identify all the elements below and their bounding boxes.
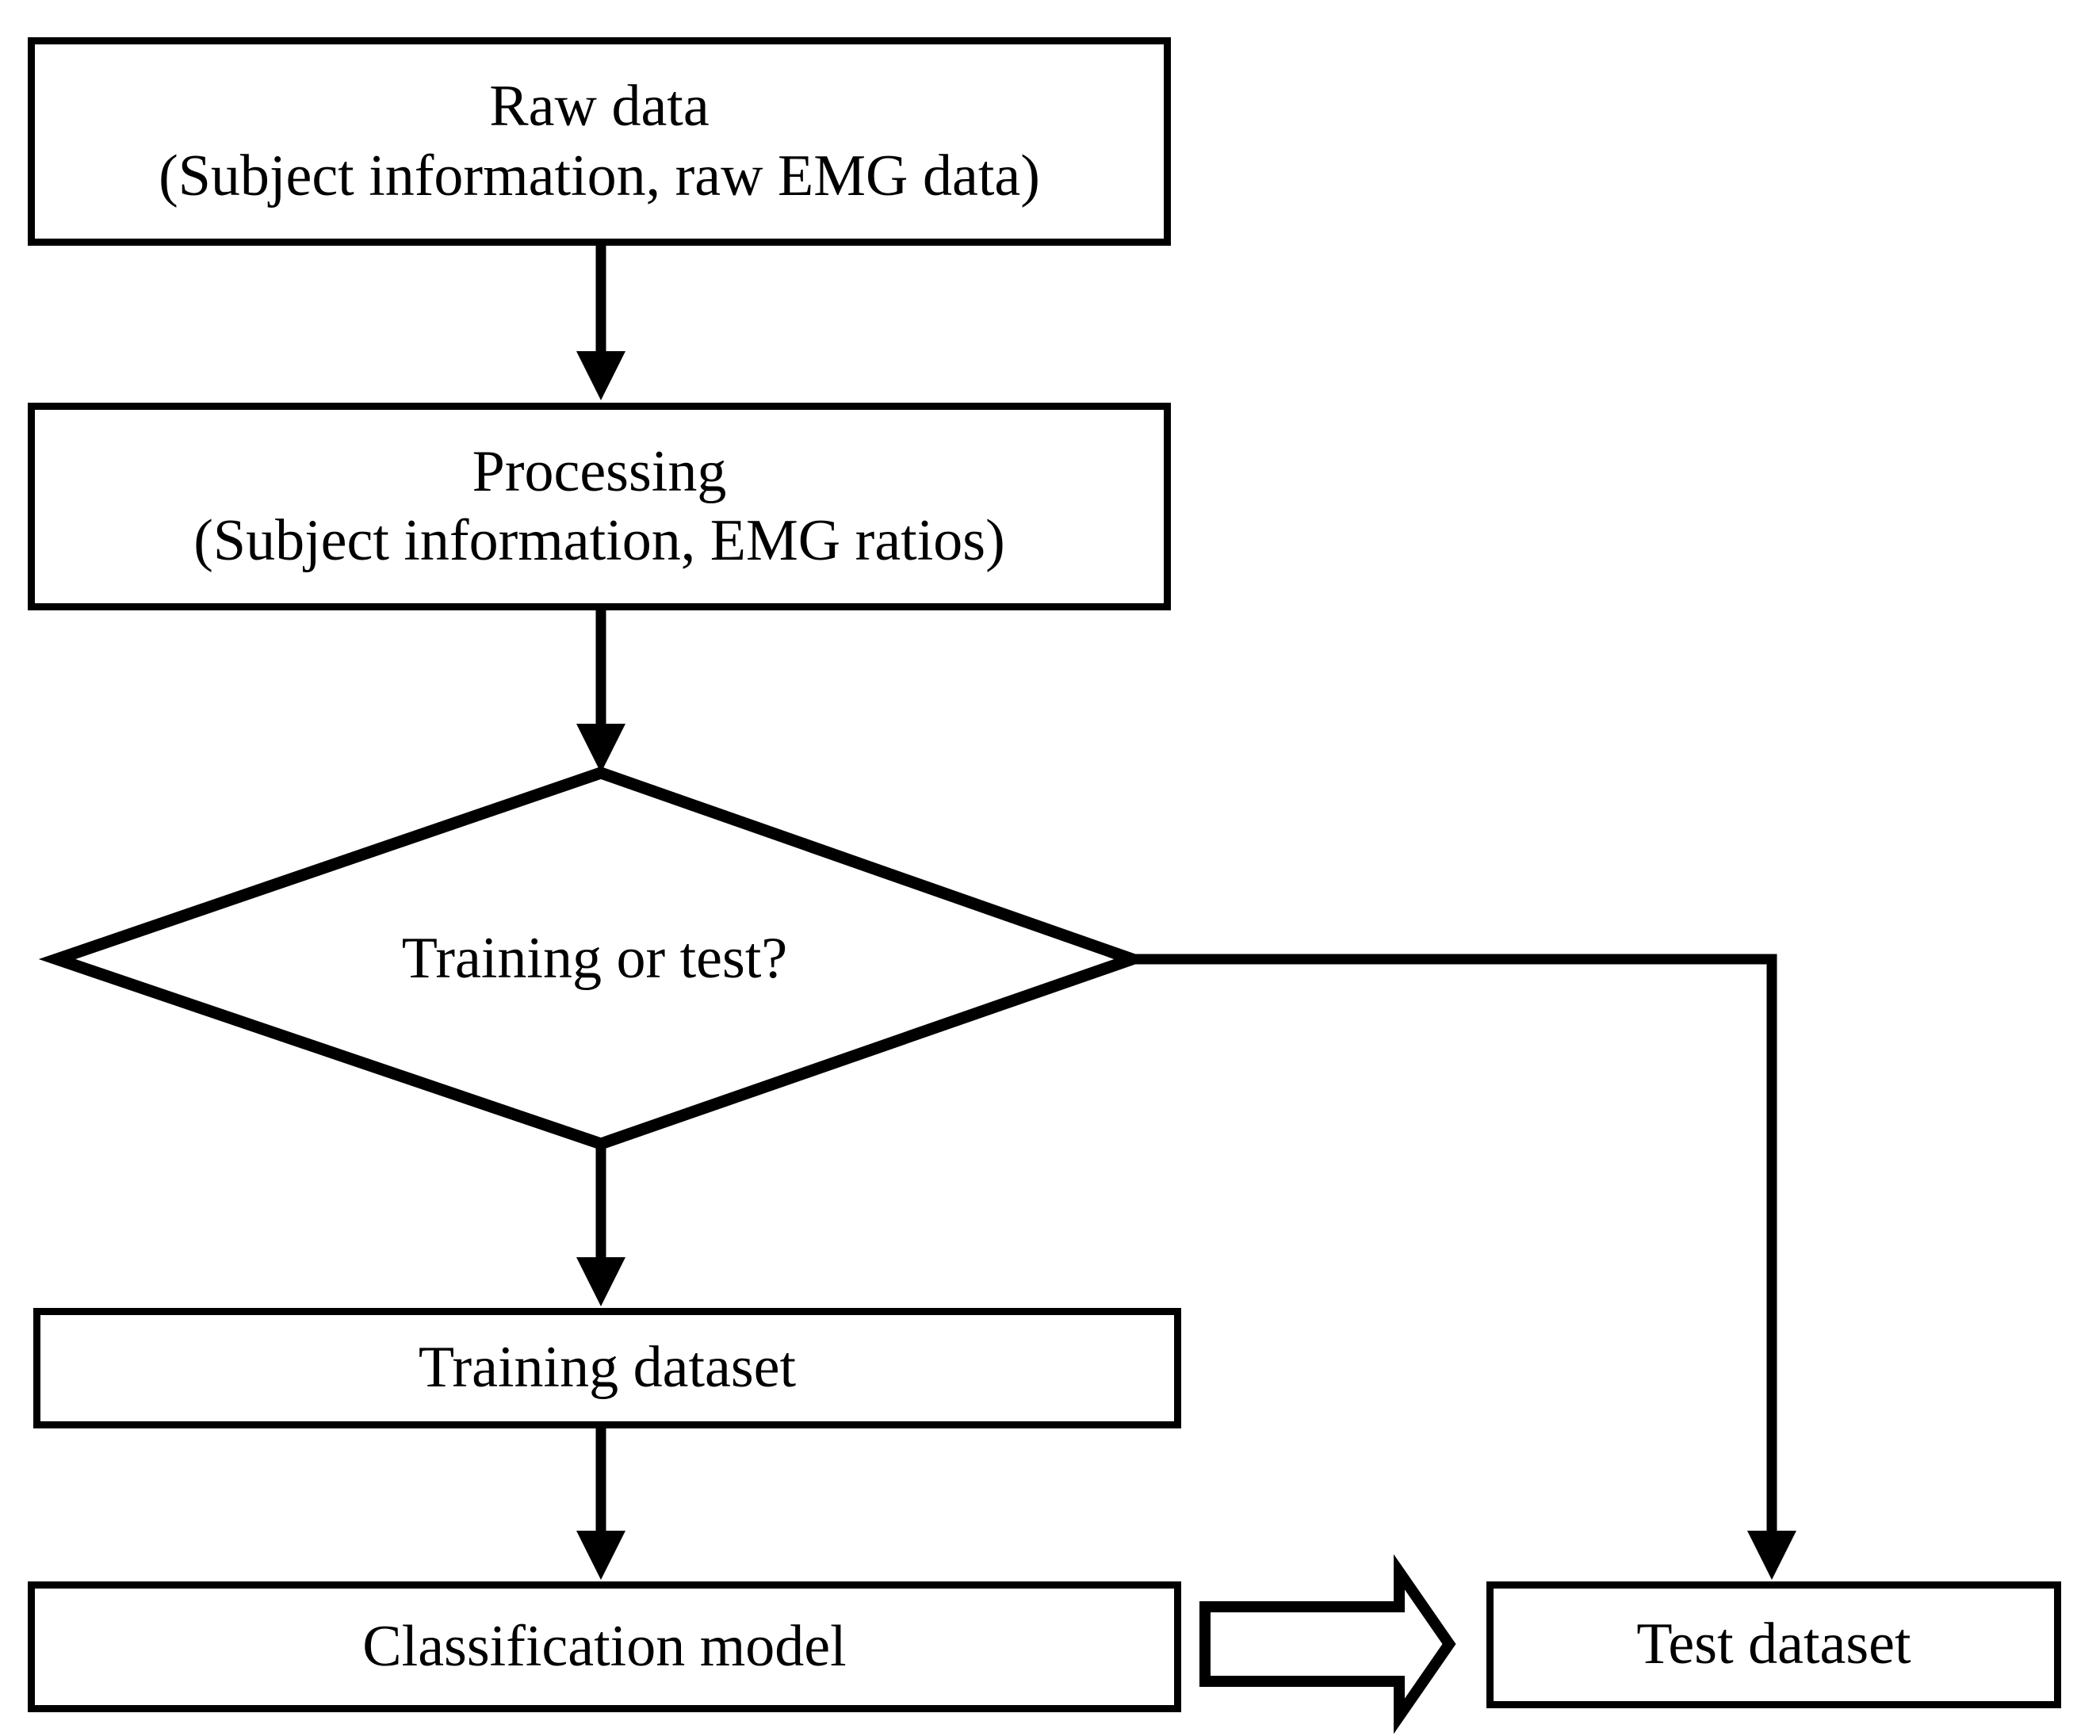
node-processing-line1: Processing <box>472 438 727 504</box>
node-raw-data-line2: (Subject information, raw EMG data) <box>159 143 1040 208</box>
node-raw-data-line1: Raw data <box>489 74 710 140</box>
node-training-dataset-label: Training dataset <box>418 1335 797 1401</box>
node-classification-model[interactable]: Classification model <box>28 1581 1181 1712</box>
connector-processing-to-decision <box>576 610 625 773</box>
node-processing-line2: (Subject information, EMG ratios) <box>193 508 1005 573</box>
node-processing[interactable]: Processing (Subject information, EMG rat… <box>28 403 1171 610</box>
connector-classification-to-test <box>1199 1554 1456 1734</box>
connector-training-to-classification <box>576 1428 625 1580</box>
node-test-dataset[interactable]: Test dataset <box>1486 1581 2061 1708</box>
node-classification-model-label: Classification model <box>362 1613 847 1679</box>
node-training-dataset[interactable]: Training dataset <box>33 1308 1181 1428</box>
connector-decision-to-test <box>1132 954 1796 1580</box>
decision-diamond-shape <box>38 767 1150 1150</box>
connector-raw-to-processing <box>576 246 625 400</box>
node-raw-data[interactable]: Raw data (Subject information, raw EMG d… <box>28 37 1171 246</box>
node-test-dataset-label: Test dataset <box>1636 1612 1911 1677</box>
connector-decision-to-training <box>576 1144 625 1306</box>
